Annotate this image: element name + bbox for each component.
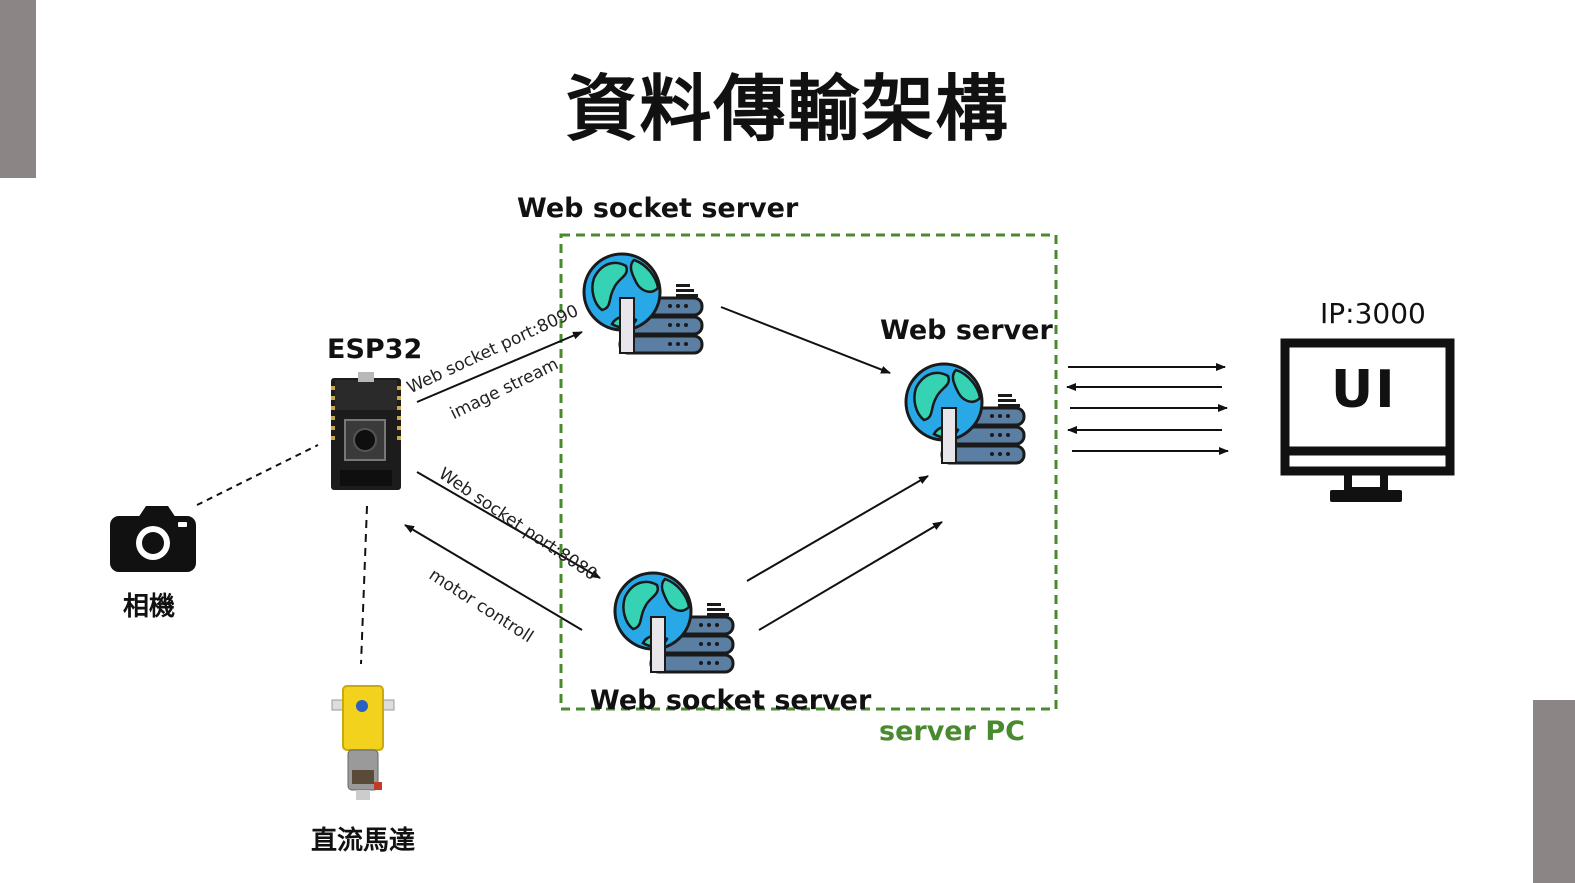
server-pc-label: server PC [879,716,1025,747]
camera-icon [110,506,196,572]
web-server-label: Web server [880,315,1053,346]
monitor-icon [1280,338,1455,502]
motor-esp32-link [360,505,368,665]
arrow-ws-bottom-to-web-server-1 [746,475,929,582]
esp32-label: ESP32 [327,334,423,365]
camera-label: 相機 [123,592,176,622]
ui-screen-label: UI [1331,360,1397,420]
right-decor-bar [1533,700,1575,883]
ip-label: IP:3000 [1320,297,1426,330]
esp32-board-icon [331,372,401,490]
ws-server-top-label: Web socket server [517,193,799,224]
arrow-esp32-to-ws-bottom [416,471,601,579]
ws-server-bottom-label: Web socket server [590,685,872,716]
ws-server-bottom-icon [613,571,735,674]
server-pc-boundary [559,233,1058,711]
web-server-icon [904,362,1026,465]
ws-server-top-icon [582,252,704,355]
dc-motor-icon [331,685,395,800]
arrow-ws-bottom-to-web-server-2 [758,521,943,631]
arrow-ws-bottom-to-esp32 [404,524,583,631]
arrow-esp32-to-ws-top [416,331,583,403]
page-title: 資料傳輸架構 [565,67,1010,151]
camera-esp32-link [196,444,319,506]
arrow-ws-top-to-web-server [720,306,891,374]
motor-label: 直流馬達 [311,826,416,856]
left-decor-bar [0,0,36,178]
